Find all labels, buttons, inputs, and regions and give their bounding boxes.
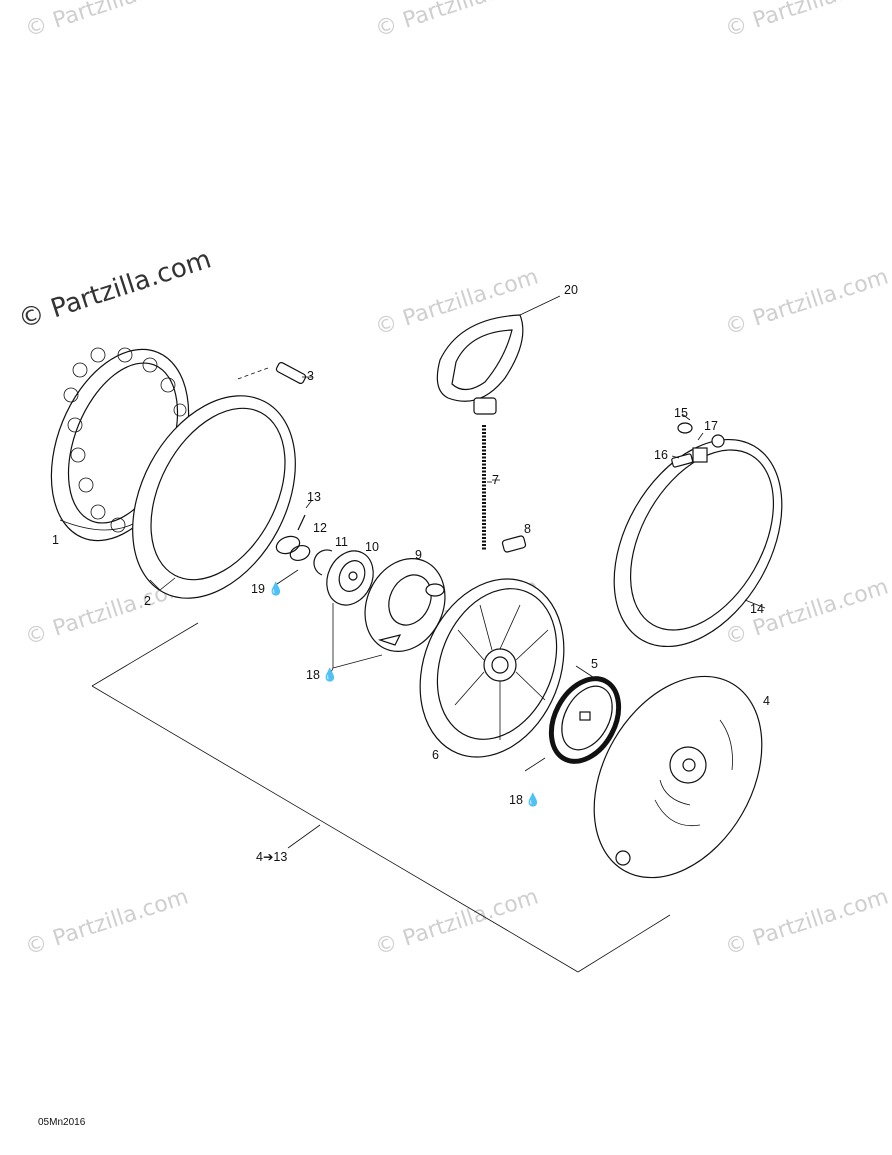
callout-range: 4➔13 (256, 850, 288, 864)
part-11-clip (313, 549, 333, 576)
callout-15: 15 (674, 406, 688, 420)
callout-1: 1 (52, 533, 59, 547)
callout-5: 5 (591, 657, 598, 671)
callout-7: 7 (492, 473, 499, 487)
callout-17: 17 (704, 419, 718, 433)
callout-18: 18 (509, 793, 523, 807)
part-18-leader (329, 603, 383, 676)
callout-9: 9 (415, 548, 422, 562)
part-19-leader (273, 569, 299, 587)
drop-icon: 💧 (525, 793, 541, 807)
callout-20: 20 (564, 283, 578, 297)
callout-16: 16 (654, 448, 668, 462)
part-10-pulley (326, 550, 374, 606)
part-2-ring (132, 395, 296, 599)
part-12-13-springs (275, 499, 313, 562)
callout-6: 6 (432, 748, 439, 762)
callout-12: 12 (313, 521, 327, 535)
drawing-code: 05Mn2016 (38, 1117, 86, 1128)
part-8-key (501, 535, 527, 553)
part-3-screw (234, 362, 312, 384)
part-6-sheave (419, 578, 565, 758)
callout-4: 4 (763, 694, 770, 708)
callout-19: 19 (251, 582, 265, 596)
callout-8: 8 (524, 522, 531, 536)
range-bracket (91, 622, 671, 973)
callout-14: 14 (750, 602, 764, 616)
callout-10: 10 (365, 540, 379, 554)
part-20-handle (436, 295, 561, 415)
callout-11: 11 (335, 535, 348, 549)
callout-3: 3 (307, 369, 314, 383)
part-4-housing (593, 675, 763, 879)
part-7-rope (482, 425, 492, 550)
part-9-cam (364, 558, 446, 652)
drop-icon: 💧 (268, 582, 284, 596)
part-1-ring (50, 347, 190, 542)
callout-leaders (492, 413, 766, 772)
callout-13: 13 (307, 490, 321, 504)
part-14-ring (613, 438, 783, 648)
part-5-spring (548, 676, 622, 764)
callout-2: 2 (144, 594, 151, 608)
callout-18: 18 (306, 668, 320, 682)
drop-icon: 💧 (322, 668, 338, 682)
